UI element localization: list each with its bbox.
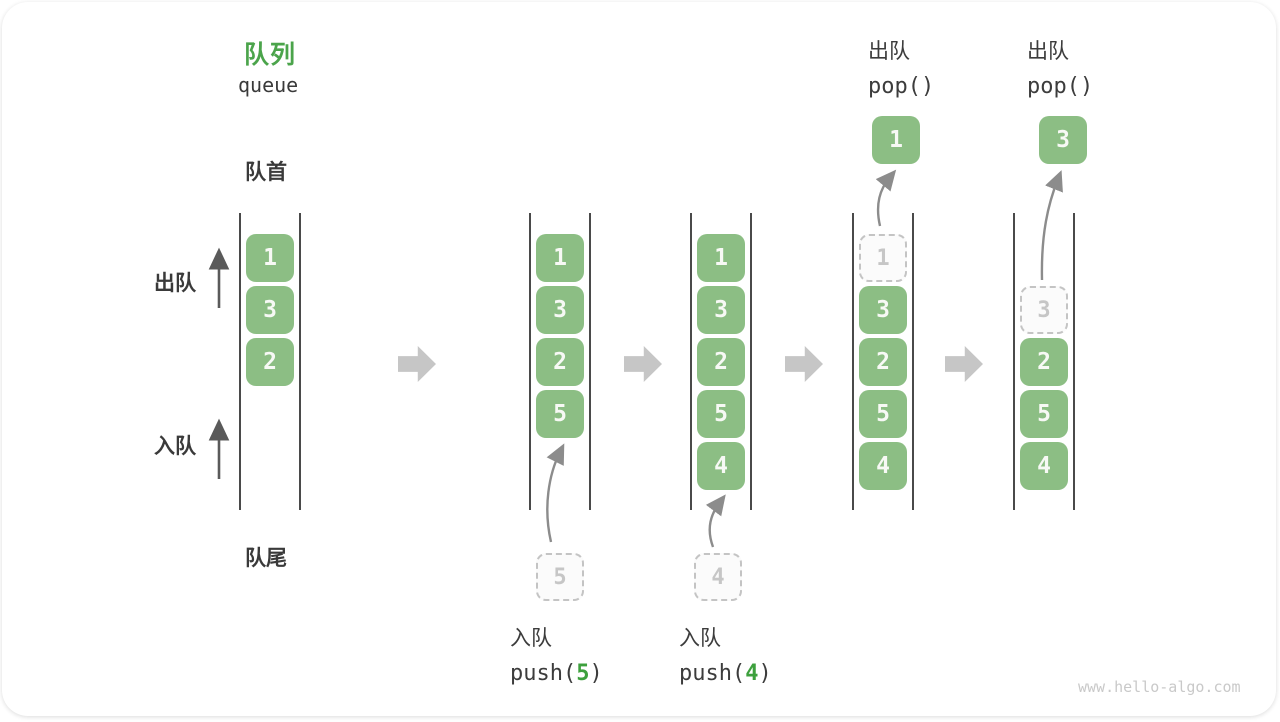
title-en: queue: [238, 73, 299, 97]
push5-arg: 5: [576, 661, 590, 686]
queue3-item: 3: [697, 286, 745, 334]
state-transition-arrow: [398, 346, 436, 382]
queue3-item: 2: [697, 338, 745, 386]
push4-operation-label: 入队 push(4): [679, 622, 772, 686]
queue4-removed-ghost: 1: [859, 234, 907, 282]
queue5-right-rail: [1073, 213, 1075, 510]
queue1-item: 2: [246, 338, 294, 386]
push5-arrow: [546, 443, 565, 543]
queue3-item: 1: [697, 234, 745, 282]
queue2-left-rail: [529, 213, 531, 510]
queue5-item: 5: [1020, 390, 1068, 438]
queue3-left-rail: [690, 213, 692, 510]
queue2-item: 3: [536, 286, 584, 334]
push4-arg: 4: [745, 661, 759, 686]
label-queue-front: 队首: [245, 161, 287, 184]
queue2-item: 5: [536, 390, 584, 438]
queue5-left-rail: [1013, 213, 1015, 510]
push4-label-zh: 入队: [679, 627, 721, 650]
popped-element-1: 1: [872, 116, 920, 164]
queue5-removed-ghost: 3: [1020, 286, 1068, 334]
pop3-operation-label: 出队 pop(): [1027, 35, 1093, 99]
queue2-item: 2: [536, 338, 584, 386]
push4-arrow: [705, 494, 726, 548]
state-transition-arrow: [624, 346, 662, 382]
state-transition-arrow: [785, 346, 823, 382]
queue1-left-rail: [239, 213, 241, 510]
title-zh: 队列: [244, 41, 297, 69]
label-enqueue: 入队: [154, 435, 196, 458]
queue4-item: 4: [859, 442, 907, 490]
queue4-item: 2: [859, 338, 907, 386]
queue2-incoming-ghost: 5: [536, 553, 584, 601]
queue4-left-rail: [852, 213, 854, 510]
queue4-right-rail: [912, 213, 914, 510]
queue5-item: 2: [1020, 338, 1068, 386]
queue3-incoming-ghost: 4: [694, 553, 742, 601]
queue1-right-rail: [299, 213, 301, 510]
queue1-item: 3: [246, 286, 294, 334]
queue1-item: 1: [246, 234, 294, 282]
push5-code: push(5): [510, 661, 603, 686]
queue5-item: 4: [1020, 442, 1068, 490]
queue3-right-rail: [750, 213, 752, 510]
pop3-label-zh: 出队: [1027, 40, 1069, 63]
queue3-item: 4: [697, 442, 745, 490]
queue4-item: 3: [859, 286, 907, 334]
queue4-item: 5: [859, 390, 907, 438]
label-queue-rear: 队尾: [245, 547, 287, 570]
pop3-code: pop(): [1027, 74, 1094, 99]
push5-operation-label: 入队 push(5): [510, 622, 603, 686]
pop1-arrow: [875, 169, 897, 227]
watermark: www.hello-algo.com: [1078, 678, 1241, 696]
state-transition-arrow: [945, 346, 983, 382]
label-dequeue: 出队: [154, 272, 196, 295]
pop1-label-zh: 出队: [868, 40, 910, 63]
queue3-item: 5: [697, 390, 745, 438]
push5-label-zh: 入队: [510, 627, 552, 650]
pop3-arrow: [1040, 170, 1063, 281]
pop1-operation-label: 出队 pop(): [868, 35, 934, 99]
popped-element-3: 3: [1039, 116, 1087, 164]
push4-code: push(4): [679, 661, 772, 686]
queue2-item: 1: [536, 234, 584, 282]
pop1-code: pop(): [868, 74, 935, 99]
queue2-right-rail: [589, 213, 591, 510]
